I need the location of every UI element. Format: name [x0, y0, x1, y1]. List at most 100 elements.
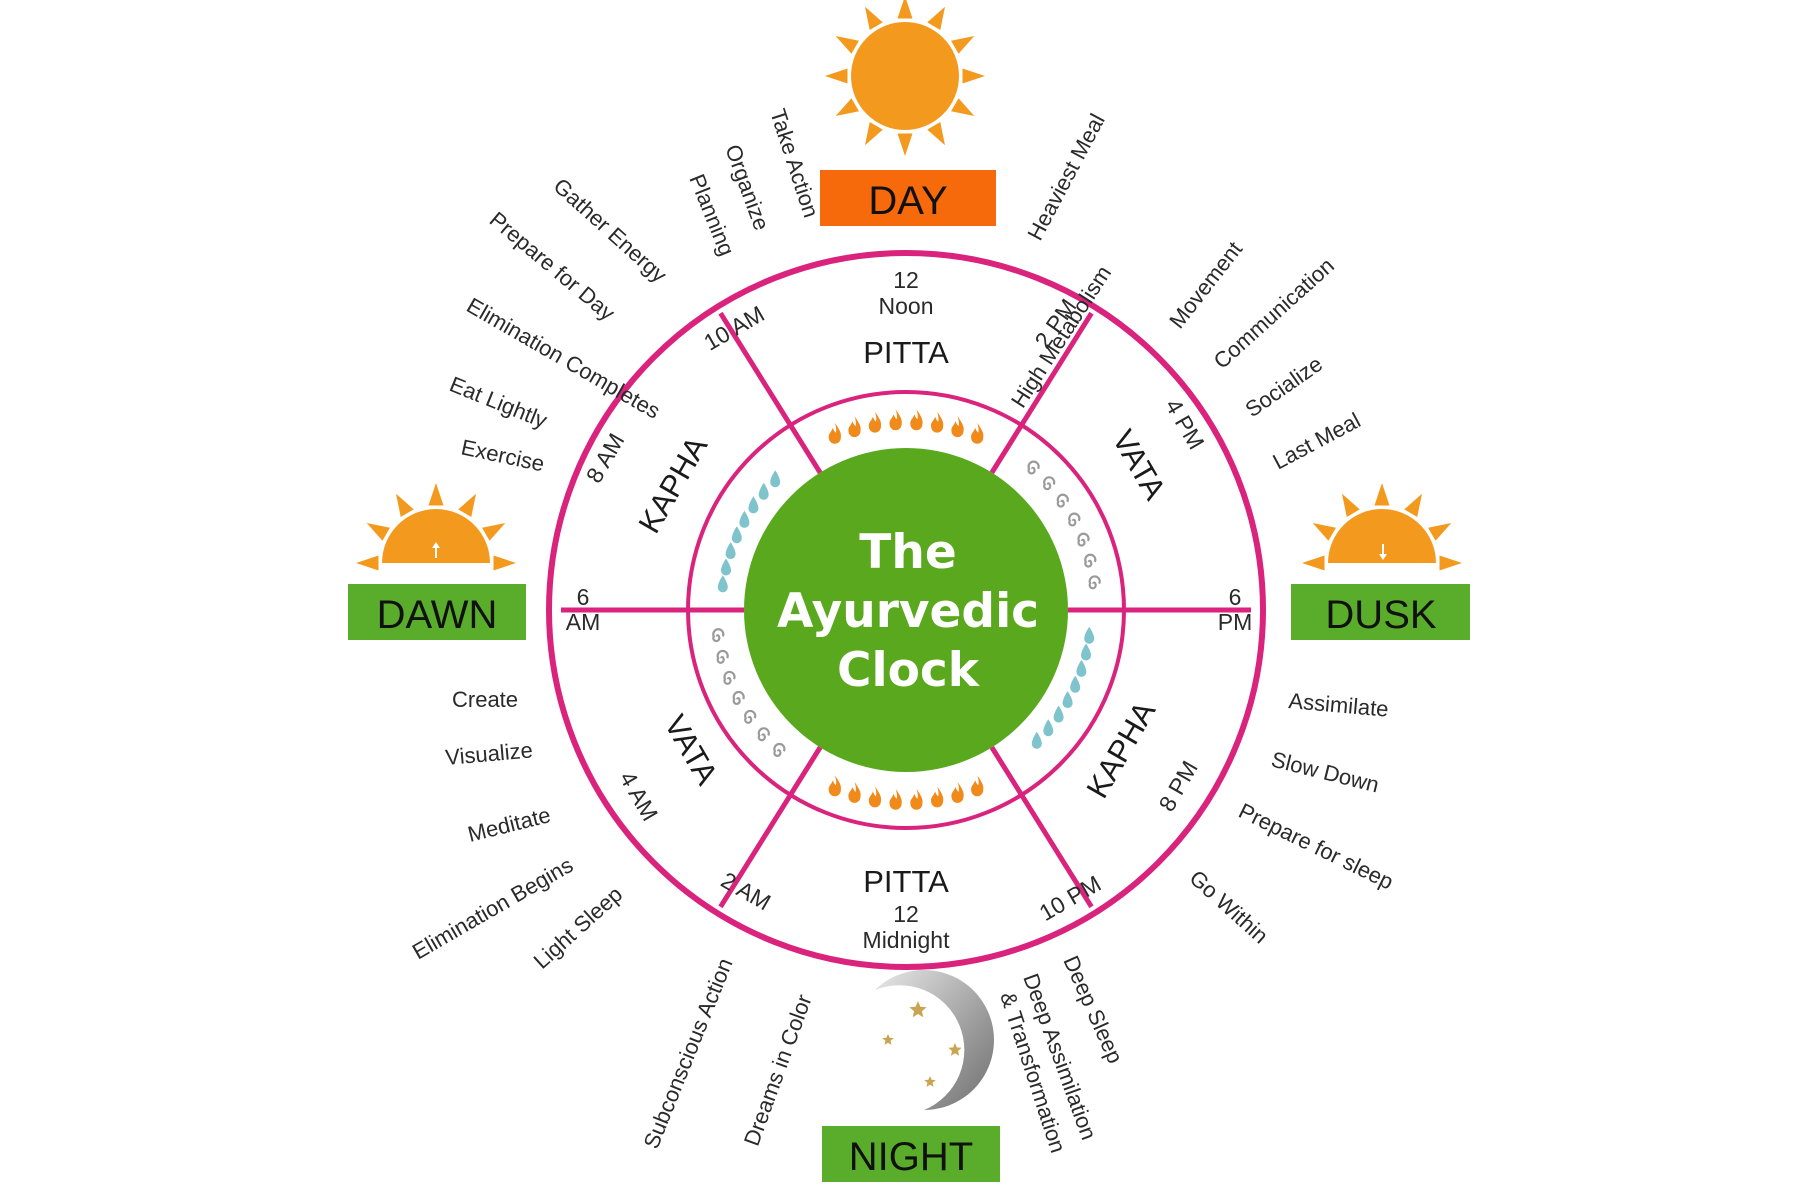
air-icon: [1084, 553, 1097, 568]
time-6am-word: AM: [566, 609, 601, 635]
day-label: DAY: [868, 179, 947, 223]
activity-assimilate: Assimilate: [1288, 688, 1390, 722]
water-icon: [721, 558, 731, 576]
day-sun-icon: [825, 0, 985, 156]
time-midnight-word: Midnight: [863, 927, 951, 953]
dawn-label: DAWN: [377, 593, 498, 637]
water-icon: [1031, 731, 1042, 749]
fire-icon: [910, 409, 923, 431]
sun-ray: [1439, 555, 1462, 571]
sun-ray: [1302, 555, 1325, 571]
fire-icon: [971, 775, 984, 797]
activity-visualize: Visualize: [444, 737, 534, 770]
fire-icon: [889, 409, 902, 431]
time-2am: 2 AM: [717, 867, 775, 916]
time-4am: 4 AM: [615, 767, 664, 825]
fire-icon: [868, 411, 882, 433]
air-icon: [1088, 575, 1101, 590]
time-6pm-number: 6: [1229, 584, 1242, 610]
activity-prepare-for-sleep: Prepare for sleep: [1235, 798, 1398, 894]
sun-ray: [897, 133, 913, 156]
title-line-1: The: [859, 525, 956, 580]
sun-ray: [493, 555, 516, 571]
dusk-label: DUSK: [1325, 593, 1436, 637]
night-stars-icon: [882, 1001, 962, 1087]
fire-icon: [910, 788, 923, 810]
sun-ray: [927, 122, 945, 146]
star-icon: [948, 1043, 962, 1056]
sun-ray: [482, 523, 506, 541]
spoke-5: [718, 746, 823, 909]
activity-dreams-in-color: Dreams in Color: [739, 991, 817, 1149]
activity-meditate: Meditate: [465, 802, 553, 847]
fire-icon: [828, 775, 841, 797]
activity-heaviest-meal: Heaviest Meal: [1022, 110, 1110, 245]
activity-socialize: Socialize: [1241, 351, 1327, 422]
fire-icon: [951, 781, 964, 803]
fire-icon: [848, 416, 861, 438]
fire-icon: [828, 422, 841, 444]
dosha-vata-upper-right: VATA: [1105, 424, 1173, 506]
time-6pm-word: PM: [1218, 609, 1253, 635]
sun-ray: [865, 122, 883, 146]
air-icon: [1077, 532, 1090, 547]
sun-ray: [1404, 493, 1422, 517]
air-icon: [757, 727, 770, 742]
clock-spokes: [561, 311, 1251, 909]
day-box: [820, 170, 996, 226]
sun-ray: [927, 6, 945, 30]
activity-high-metabolism: High Metabolism: [1006, 261, 1116, 412]
fire-icon: [930, 786, 944, 808]
air-icon: [744, 709, 757, 724]
water-icon: [739, 510, 750, 528]
sun-ray: [458, 493, 476, 517]
sun-ray: [897, 0, 913, 19]
dosha-kapha-upper-left: KAPHA: [631, 430, 714, 539]
center-circle: [744, 448, 1068, 772]
fire-icon: [889, 788, 902, 810]
dusk-box: [1291, 584, 1470, 640]
air-icon: [712, 628, 725, 643]
activity-slow-down: Slow Down: [1269, 747, 1382, 798]
star-icon: [924, 1076, 936, 1087]
time-8am: 8 AM: [581, 429, 630, 487]
activity-light-sleep: Light Sleep: [529, 881, 628, 973]
water-icon: [770, 470, 781, 488]
air-icon: [716, 649, 729, 664]
air-icon: [773, 742, 786, 757]
dawn-sunrise-icon: [356, 483, 516, 571]
sun-ray: [428, 483, 444, 506]
air-icon: [1043, 476, 1056, 491]
water-icon: [725, 542, 736, 560]
water-icon: [748, 496, 759, 514]
sun-ray: [356, 555, 379, 571]
time-10pm: 10 PM: [1035, 870, 1106, 926]
sun-ray: [396, 493, 414, 517]
air-icon: [732, 690, 745, 705]
fire-icon: [868, 786, 882, 808]
spoke-2: [989, 311, 1094, 474]
sun-ray: [865, 6, 883, 30]
time-8pm: 8 PM: [1153, 756, 1202, 815]
activity-create: Create: [452, 687, 518, 712]
sun-ray: [1342, 493, 1360, 517]
time-noon-number: 12: [893, 267, 919, 293]
dosha-pitta-bottom: PITTA: [863, 864, 949, 899]
spoke-3: [718, 311, 823, 474]
dosha-vata-lower-left: VATA: [657, 709, 725, 791]
sun-ray: [951, 36, 975, 54]
sun-ray: [1374, 483, 1390, 506]
star-icon: [909, 1001, 927, 1018]
sun-ray: [951, 98, 975, 116]
spoke-4: [989, 746, 1094, 909]
sun-ray: [366, 523, 390, 541]
sun-ray: [835, 36, 859, 54]
sun-ray: [1428, 523, 1452, 541]
title-line-3: Clock: [837, 643, 981, 698]
activity-last-meal: Last Meal: [1269, 408, 1365, 475]
time-noon-word: Noon: [879, 293, 934, 319]
activity-take-action: Take Action: [765, 106, 824, 221]
water-icon: [1084, 626, 1095, 644]
